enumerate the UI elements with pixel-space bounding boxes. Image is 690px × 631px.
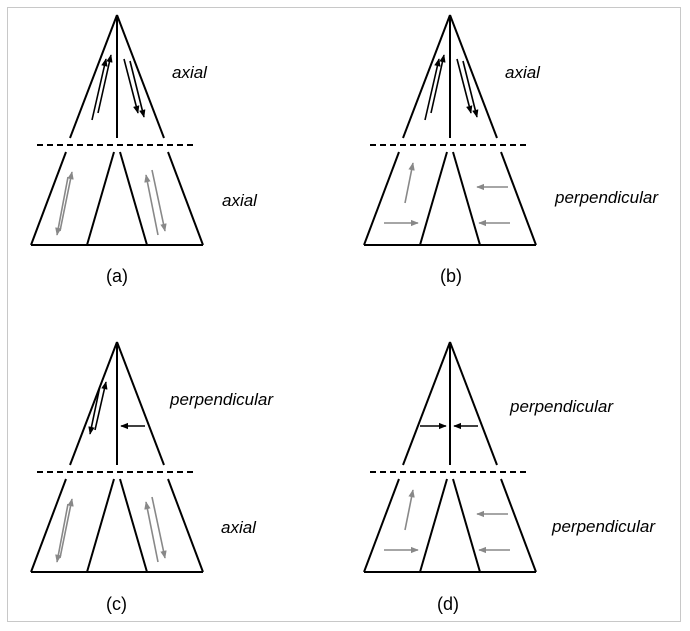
lower-axial-arrow-right-up <box>144 501 159 563</box>
upper-axial-arrow-left-down <box>424 58 441 121</box>
upper-axial-arrow-left-up <box>94 381 108 431</box>
cone-b <box>363 14 537 246</box>
cone-upper-right-edge <box>116 14 165 139</box>
caption-c: (c) <box>106 594 127 614</box>
caption-b: (b) <box>440 266 462 286</box>
caption-a: (a) <box>106 266 128 286</box>
upper-label-c: perpendicular <box>169 390 274 409</box>
lower-perpendicular-arrow-left-up <box>404 162 415 204</box>
upper-axial-arrow-right-up <box>129 60 146 118</box>
cone-c <box>30 341 204 573</box>
upper-axial-arrow-left-up <box>430 54 446 114</box>
lower-axial-arrow-right-down <box>151 496 167 559</box>
panel-d: perpendicular perpendicular (d) <box>363 341 656 614</box>
lower-label-d: perpendicular <box>551 517 656 536</box>
upper-arrows-c <box>88 381 145 435</box>
panel-c: perpendicular axial (c) <box>30 341 274 614</box>
cone-upper-left-edge <box>402 14 451 139</box>
lower-arrows-c <box>55 496 167 563</box>
lower-axial-arrow-right-up <box>144 174 159 236</box>
lower-axial-arrow-left-down <box>55 503 69 563</box>
cone-upper-right-edge <box>116 341 165 466</box>
upper-axial-arrow-right-up <box>462 60 479 118</box>
cone-upper-right-edge <box>449 14 498 139</box>
cone-upper-left-edge <box>69 341 118 466</box>
cone-upper-left-edge <box>402 341 451 466</box>
upper-axial-arrow-right-down <box>456 58 473 114</box>
cone-upper-right-edge <box>449 341 498 466</box>
cone-lower-right-edge <box>500 151 537 246</box>
panel-a: axial axial (a) <box>30 14 258 286</box>
cone-lower-right-edge <box>500 478 537 573</box>
inner-left-edge <box>86 151 115 246</box>
lower-arrows-a <box>55 169 167 236</box>
inner-right-edge <box>452 151 481 246</box>
inner-right-edge <box>119 151 148 246</box>
upper-axial-arrow-right-down <box>123 58 140 114</box>
lower-label-c: axial <box>221 518 257 537</box>
upper-axial-arrow-left-down <box>88 385 101 435</box>
cone-upper-left-edge <box>69 14 118 139</box>
cone-a <box>30 14 204 246</box>
lower-arrows-d <box>384 489 510 554</box>
inner-left-edge <box>419 151 448 246</box>
upper-label-b: axial <box>505 63 541 82</box>
panel-b: axial perpendicular (b) <box>363 14 659 286</box>
lower-label-a: axial <box>222 191 258 210</box>
cone-lower-left-edge <box>30 151 67 246</box>
upper-arrows-b <box>424 54 479 121</box>
cone-lower-left-edge <box>30 478 67 573</box>
cone-lower-left-edge <box>363 151 400 246</box>
upper-axial-arrow-left-up <box>97 54 113 114</box>
lower-label-b: perpendicular <box>554 188 659 207</box>
cone-lower-right-edge <box>167 151 204 246</box>
upper-arrows-a <box>91 54 146 121</box>
lower-perpendicular-arrow-left-up <box>404 489 415 531</box>
inner-right-edge <box>452 478 481 573</box>
lower-axial-arrow-left-up <box>59 171 74 232</box>
cone-lower-right-edge <box>167 478 204 573</box>
inner-left-edge <box>86 478 115 573</box>
upper-axial-arrow-left-down <box>91 58 108 121</box>
upper-label-d: perpendicular <box>509 397 614 416</box>
lower-axial-arrow-left-down <box>55 176 69 236</box>
lower-arrows-b <box>384 162 510 227</box>
inner-right-edge <box>119 478 148 573</box>
inner-left-edge <box>419 478 448 573</box>
lower-axial-arrow-right-down <box>151 169 167 232</box>
figure-frame <box>7 7 681 622</box>
cone-d <box>363 341 537 573</box>
upper-label-a: axial <box>172 63 208 82</box>
caption-d: (d) <box>437 594 459 614</box>
lower-axial-arrow-left-up <box>59 498 74 559</box>
cone-lower-left-edge <box>363 478 400 573</box>
